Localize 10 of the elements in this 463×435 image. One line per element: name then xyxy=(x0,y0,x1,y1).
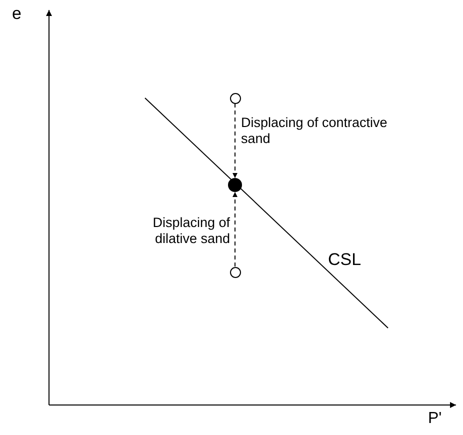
axis-label: P' xyxy=(428,410,442,428)
axis-label: e xyxy=(12,4,22,24)
edge-label: Displacing of dilative sand xyxy=(152,215,230,247)
initial-state-point xyxy=(230,266,240,278)
state-point xyxy=(228,178,242,192)
dashed-arrow xyxy=(232,103,238,178)
dashed-arrow xyxy=(232,192,238,267)
initial-state-point xyxy=(230,92,240,104)
line-label: CSL xyxy=(328,250,362,270)
edge-label: Displacing of contractive sand xyxy=(241,115,388,147)
